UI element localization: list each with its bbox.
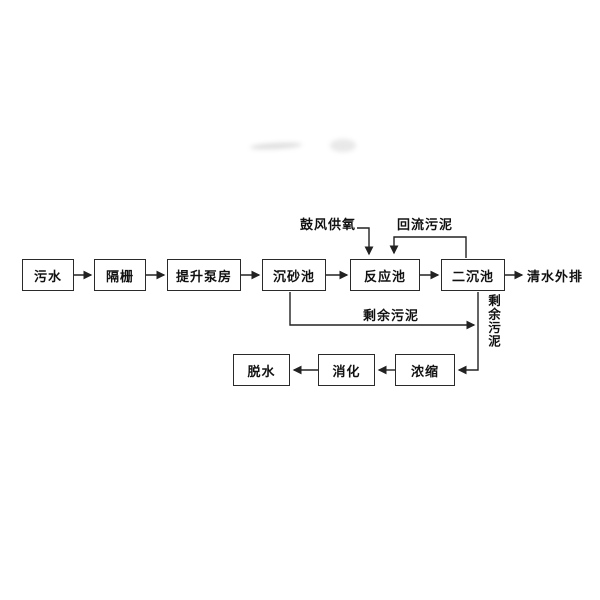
node-digestion: 消化 — [318, 354, 375, 386]
node-sewage: 污水 — [22, 259, 74, 291]
label-aeration: 鼓风供氧 — [300, 217, 357, 232]
node-grit-chamber: 沉砂池 — [262, 259, 326, 291]
node-bar-screen: 隔栅 — [94, 259, 146, 291]
label-excess-sludge-vertical: 剩余污泥 — [486, 294, 500, 348]
arrow-return-sludge — [389, 236, 467, 258]
node-dewatering: 脱水 — [233, 354, 290, 386]
node-secondary-clarifier: 二沉池 — [441, 259, 505, 291]
node-reaction-tank: 反应池 — [350, 259, 420, 291]
label-return-sludge: 回流污泥 — [397, 217, 454, 232]
smudge-artifact — [330, 139, 356, 152]
node-thickening: 浓缩 — [395, 354, 455, 386]
label-excess-sludge: 剩余污泥 — [363, 308, 420, 323]
label-effluent: 清水外排 — [527, 269, 584, 284]
arrow-excess-sludge — [289, 292, 476, 330]
node-lift-pump-station: 提升泵房 — [167, 259, 241, 291]
arrow-aeration-to-reaction — [357, 227, 374, 256]
arrow-clarifier-to-thickening — [457, 292, 479, 375]
